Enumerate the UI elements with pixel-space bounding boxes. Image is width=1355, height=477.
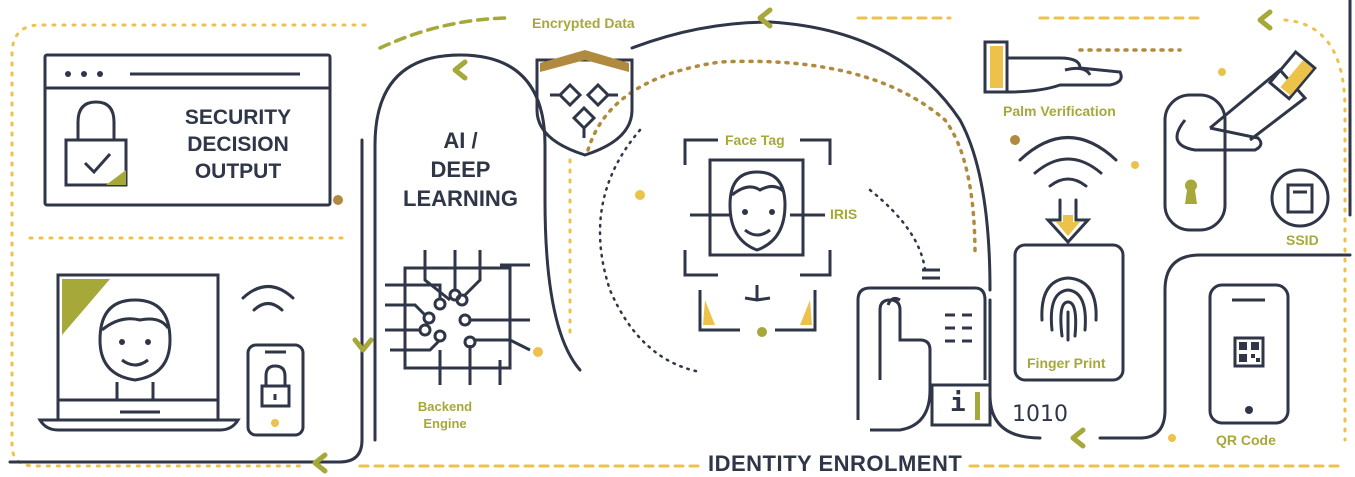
fingerprint-scanner-icon [1013,136,1125,382]
ssid-label: SSID [1286,232,1319,248]
info-glyph: i [950,388,966,418]
touch-keypad-icon [856,268,992,432]
encrypted-data-label: Encrypted Data [532,15,635,31]
circuit-chip-icon [385,250,531,385]
ai-line: AI / [443,128,478,153]
palm-hand-icon [983,40,1123,94]
connector-dot [1010,135,1020,145]
browser-window-icon [43,53,332,207]
sd-card-icon [1270,168,1330,228]
qr-code-icon [1239,342,1260,362]
binary-code-label: 1010 [1012,402,1068,427]
connector-dot [533,347,543,357]
finger-print-label: Finger Print [1027,355,1106,371]
connector-dot [635,190,645,200]
face-scan-accent-right [800,300,812,325]
palm-accent [990,46,1003,88]
decision-line: DECISION [187,133,289,156]
fingerprint-arrow-accent [1056,215,1080,236]
face-scan-accent-left [703,300,715,325]
backend-engine-label: Backend Engine [415,398,475,432]
learning-line: LEARNING [403,186,518,211]
laptop-corner-accent [62,279,110,335]
wifi-icon [241,285,295,312]
iris-label: IRIS [830,206,858,222]
connector-dot [1168,434,1176,442]
connector-dot [271,419,279,427]
face-scan-icon [683,138,832,332]
identity-enrolment-title: IDENTITY ENROLMENT [703,451,968,477]
backend-line: Backend [417,399,473,414]
deep-line: DEEP [430,157,491,182]
laptop-icon [37,273,241,432]
phone-home-dot [1245,406,1253,414]
palm-verification-label: Palm Verification [1003,103,1116,119]
qr-code-label: QR Code [1216,432,1276,448]
connector-dot [757,327,767,337]
connector-dot [333,195,343,205]
face-eyes [119,339,151,345]
smartphone-lock-icon [246,343,305,437]
browser-dots [65,71,103,77]
face-tag-label: Face Tag [720,132,790,148]
engine-line: Engine [423,416,467,431]
info-accent [975,392,980,420]
face-scan-eyes [742,209,775,215]
connector-dot [1218,68,1226,76]
door-accent [1280,60,1313,96]
output-line: OUTPUT [194,160,282,183]
qr-phone-icon [1208,283,1290,425]
padlock-icon [64,100,128,187]
connector-dot [1131,161,1139,169]
security-line: SECURITY [184,106,292,129]
security-output-label: SECURITY DECISION OUTPUT [163,104,313,185]
ai-deep-learning-label: AI / DEEP LEARNING [398,126,523,213]
keyhole-icon [1185,179,1197,204]
user-face-icon [98,298,172,400]
chevron-icon [312,7,1273,474]
shield-icon [535,50,634,157]
